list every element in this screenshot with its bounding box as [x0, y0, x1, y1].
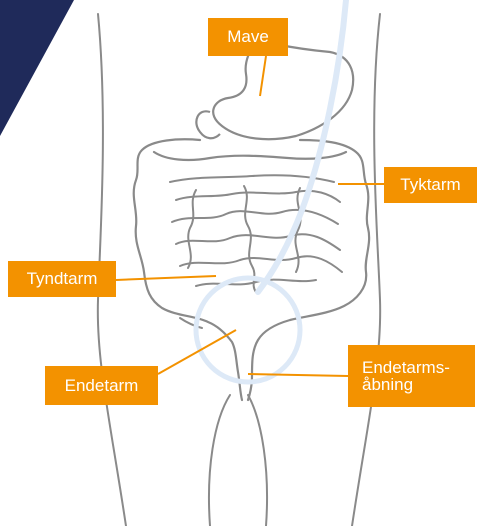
- label-tyktarm: Tyktarm: [384, 167, 477, 203]
- label-mave: Mave: [208, 18, 288, 56]
- label-endetarm-text: Endetarm: [65, 377, 139, 395]
- label-tyndtarm: Tyndtarm: [8, 261, 116, 297]
- label-tyktarm-text: Tyktarm: [400, 176, 460, 194]
- label-mave-text: Mave: [227, 28, 269, 46]
- leader-lines: [116, 56, 384, 376]
- label-endetarmsaabning-line1: Endetarms-: [362, 359, 450, 376]
- leader-mave: [260, 56, 266, 96]
- label-endetarmsaabning-line2: åbning: [362, 376, 413, 393]
- magnifier-circle: [196, 278, 300, 382]
- corner-banner: [0, 0, 74, 136]
- small-intestine: [170, 175, 342, 328]
- large-intestine: [134, 139, 369, 400]
- body-outline: [98, 14, 380, 526]
- leader-endetarmsaabning: [248, 374, 348, 376]
- label-endetarmsaabning: Endetarms- åbning: [348, 345, 475, 407]
- label-tyndtarm-text: Tyndtarm: [27, 270, 98, 288]
- label-endetarm: Endetarm: [45, 366, 158, 405]
- leader-tyndtarm: [116, 276, 216, 280]
